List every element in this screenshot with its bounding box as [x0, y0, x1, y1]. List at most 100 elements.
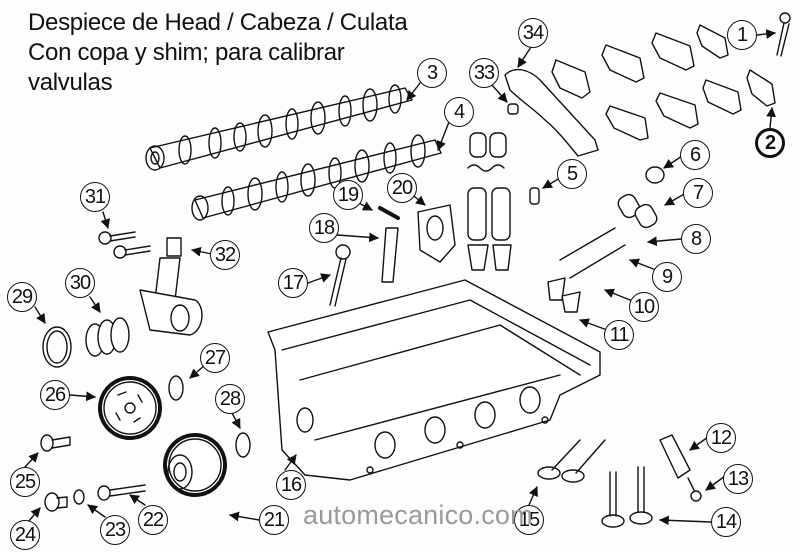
- callout-number: 16: [280, 473, 302, 496]
- connector-drawing: [378, 206, 400, 220]
- o-ring-29-drawing: [42, 326, 72, 368]
- callout-33: 33: [469, 58, 499, 88]
- callout-23: 23: [100, 515, 130, 545]
- callout-30: 30: [65, 268, 95, 298]
- callout-number: 26: [44, 383, 66, 406]
- callout-2: 2: [755, 128, 785, 158]
- callout-3: 3: [417, 58, 447, 88]
- callout-number: 21: [263, 508, 285, 531]
- callout-number: 4: [453, 100, 465, 123]
- callout-18: 18: [309, 213, 339, 243]
- callout-17: 17: [278, 268, 308, 298]
- valve-train-center-drawing: [467, 132, 512, 271]
- head-bolt-shank: [329, 257, 347, 307]
- callout-28: 28: [215, 384, 245, 414]
- bearing-caps-drawing: [551, 24, 776, 141]
- callout-20: 20: [387, 173, 417, 203]
- callout-number: 25: [14, 470, 36, 493]
- callout-7: 7: [683, 178, 713, 208]
- sprocket-21-drawing: [163, 433, 227, 497]
- sprocket-26-drawing: [98, 376, 162, 440]
- callout-number: 11: [609, 323, 630, 346]
- callout-27: 27: [200, 343, 230, 373]
- callout-number: 7: [692, 181, 704, 204]
- callout-number: 13: [727, 467, 749, 490]
- plug-30-drawing: [85, 317, 130, 357]
- small-fasteners-drawing: [40, 434, 146, 512]
- callout-21: 21: [259, 505, 289, 535]
- valves-drawing: [537, 439, 653, 528]
- callout-number: 10: [633, 295, 655, 318]
- callout-14: 14: [711, 507, 741, 537]
- cylinder-head-drawing: [267, 279, 601, 481]
- flange-gasket-drawing: [417, 204, 456, 263]
- callout-22: 22: [138, 505, 168, 535]
- callout-number: 2: [764, 131, 776, 154]
- callout-26: 26: [40, 380, 70, 410]
- callout-31: 31: [80, 182, 110, 212]
- callout-number: 29: [11, 285, 33, 308]
- callout-12: 12: [706, 423, 736, 453]
- bearing-bridge-drawing: [504, 68, 599, 157]
- callout-1: 1: [727, 20, 757, 50]
- callout-15: 15: [514, 505, 544, 535]
- callout-number: 9: [661, 265, 673, 288]
- injector-sleeve-drawing: [659, 434, 702, 502]
- callout-5: 5: [557, 159, 587, 189]
- callout-number: 24: [14, 523, 36, 546]
- valve-train-right-drawing: [547, 193, 658, 313]
- camshaft-lower-drawing: [191, 134, 442, 221]
- glow-plug-drawing: [381, 227, 399, 283]
- flange-gasket-hole: [426, 215, 444, 241]
- callout-number: 32: [214, 243, 236, 266]
- shim-drawing: [645, 166, 665, 184]
- callout-10: 10: [629, 292, 659, 322]
- callout-24: 24: [10, 520, 40, 550]
- callout-number: 17: [282, 271, 304, 294]
- callout-number: 1: [736, 23, 748, 46]
- callout-number: 3: [426, 61, 438, 84]
- callout-9: 9: [652, 262, 682, 292]
- callout-8: 8: [681, 224, 711, 254]
- callout-number: 31: [84, 185, 106, 208]
- callout-16: 16: [276, 470, 306, 500]
- head-bolt-head: [335, 244, 351, 260]
- bolts-31-drawing: [98, 231, 151, 259]
- o-ring-27-drawing: [168, 375, 184, 401]
- callout-32: 32: [210, 240, 240, 270]
- dowel-drawing: [507, 103, 519, 115]
- callout-number: 12: [710, 426, 732, 449]
- callout-4: 4: [444, 97, 474, 127]
- callout-number: 22: [142, 508, 164, 531]
- callout-13: 13: [723, 464, 753, 494]
- vacuum-pump-drawing: [139, 237, 203, 336]
- diagram-subtitle: Con copa y shim; para calibrar: [28, 39, 345, 66]
- callout-19: 19: [333, 180, 363, 210]
- watermark: automecanico.com: [303, 500, 533, 530]
- o-ring-28-drawing: [235, 432, 251, 458]
- callout-29: 29: [7, 282, 37, 312]
- callout-number: 27: [204, 346, 226, 369]
- diagram-title: Despiece de Head / Cabeza / Culata: [28, 9, 408, 36]
- callout-34: 34: [518, 18, 548, 48]
- bolt-1-drawing: [776, 12, 791, 57]
- callout-11: 11: [604, 320, 634, 350]
- callout-number: 18: [313, 216, 335, 239]
- callout-number: 28: [219, 387, 241, 410]
- diagram-subtitle-cont: valvulas: [28, 69, 113, 96]
- callout-number: 20: [391, 176, 413, 199]
- callout-number: 14: [715, 510, 737, 533]
- callout-number: 8: [690, 227, 702, 250]
- camshaft-upper-drawing: [145, 84, 413, 171]
- callout-number: 33: [473, 61, 495, 84]
- callout-number: 34: [522, 21, 544, 44]
- callout-number: 6: [689, 143, 701, 166]
- callout-6: 6: [680, 140, 710, 170]
- dowel-pin-drawing: [529, 187, 540, 205]
- leader-arrows: [24, 29, 776, 526]
- callout-number: 23: [104, 518, 126, 541]
- callout-number: 30: [69, 271, 91, 294]
- callout-number: 5: [566, 162, 578, 185]
